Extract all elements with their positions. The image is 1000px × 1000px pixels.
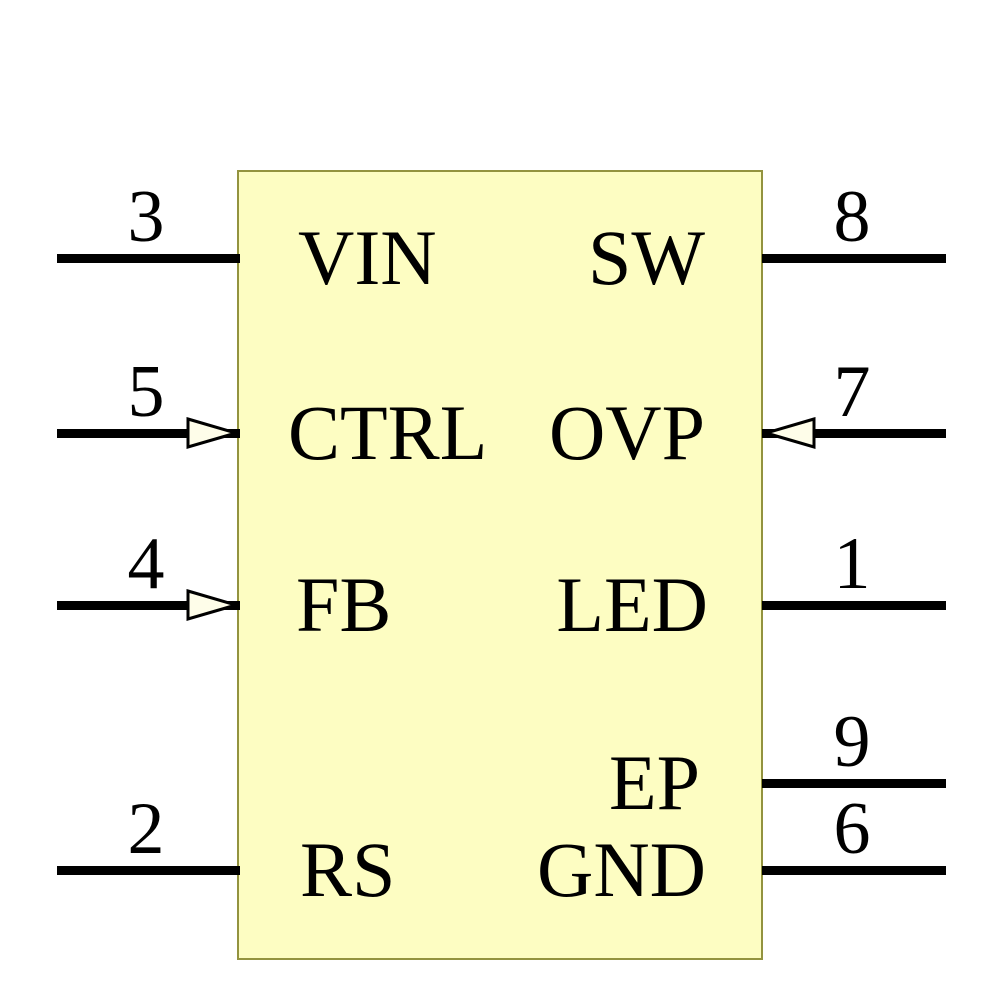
pin-label-rs: RS: [300, 826, 396, 913]
pin-label-sw: SW: [588, 214, 705, 301]
pin-label-vin: VIN: [298, 214, 437, 301]
pin-number-5: 5: [127, 351, 165, 433]
pin-wire-8[interactable]: [762, 254, 946, 263]
pin-number-4: 4: [127, 523, 165, 605]
pin-number-8: 8: [833, 176, 871, 258]
pin-wire-1[interactable]: [762, 601, 946, 610]
pin-number-2: 2: [127, 788, 165, 870]
ic-symbol-body[interactable]: [237, 170, 763, 960]
pin-label-led: LED: [556, 561, 708, 648]
pin-number-1: 1: [833, 523, 871, 605]
pin-label-gnd: GND: [537, 826, 706, 913]
pin-wire-9[interactable]: [762, 779, 946, 788]
pin-number-3: 3: [127, 176, 165, 258]
pin-label-ovp: OVP: [548, 389, 705, 476]
pin-number-6: 6: [833, 788, 871, 870]
input-arrow-icon: [186, 589, 239, 621]
input-arrow-icon: [763, 417, 816, 449]
pin-wire-7[interactable]: [762, 429, 946, 438]
input-arrow-icon: [186, 417, 239, 449]
pin-label-ctrl: CTRL: [288, 389, 488, 476]
pin-label-ep: EP: [608, 739, 700, 826]
pin-wire-3[interactable]: [57, 254, 240, 263]
pin-label-fb: FB: [296, 561, 392, 648]
pin-wire-6[interactable]: [762, 866, 946, 875]
pin-wire-2[interactable]: [57, 866, 240, 875]
pin-wire-5[interactable]: [57, 429, 240, 438]
pin-number-9: 9: [833, 701, 871, 783]
pin-wire-4[interactable]: [57, 601, 240, 610]
pin-number-7: 7: [833, 351, 871, 433]
